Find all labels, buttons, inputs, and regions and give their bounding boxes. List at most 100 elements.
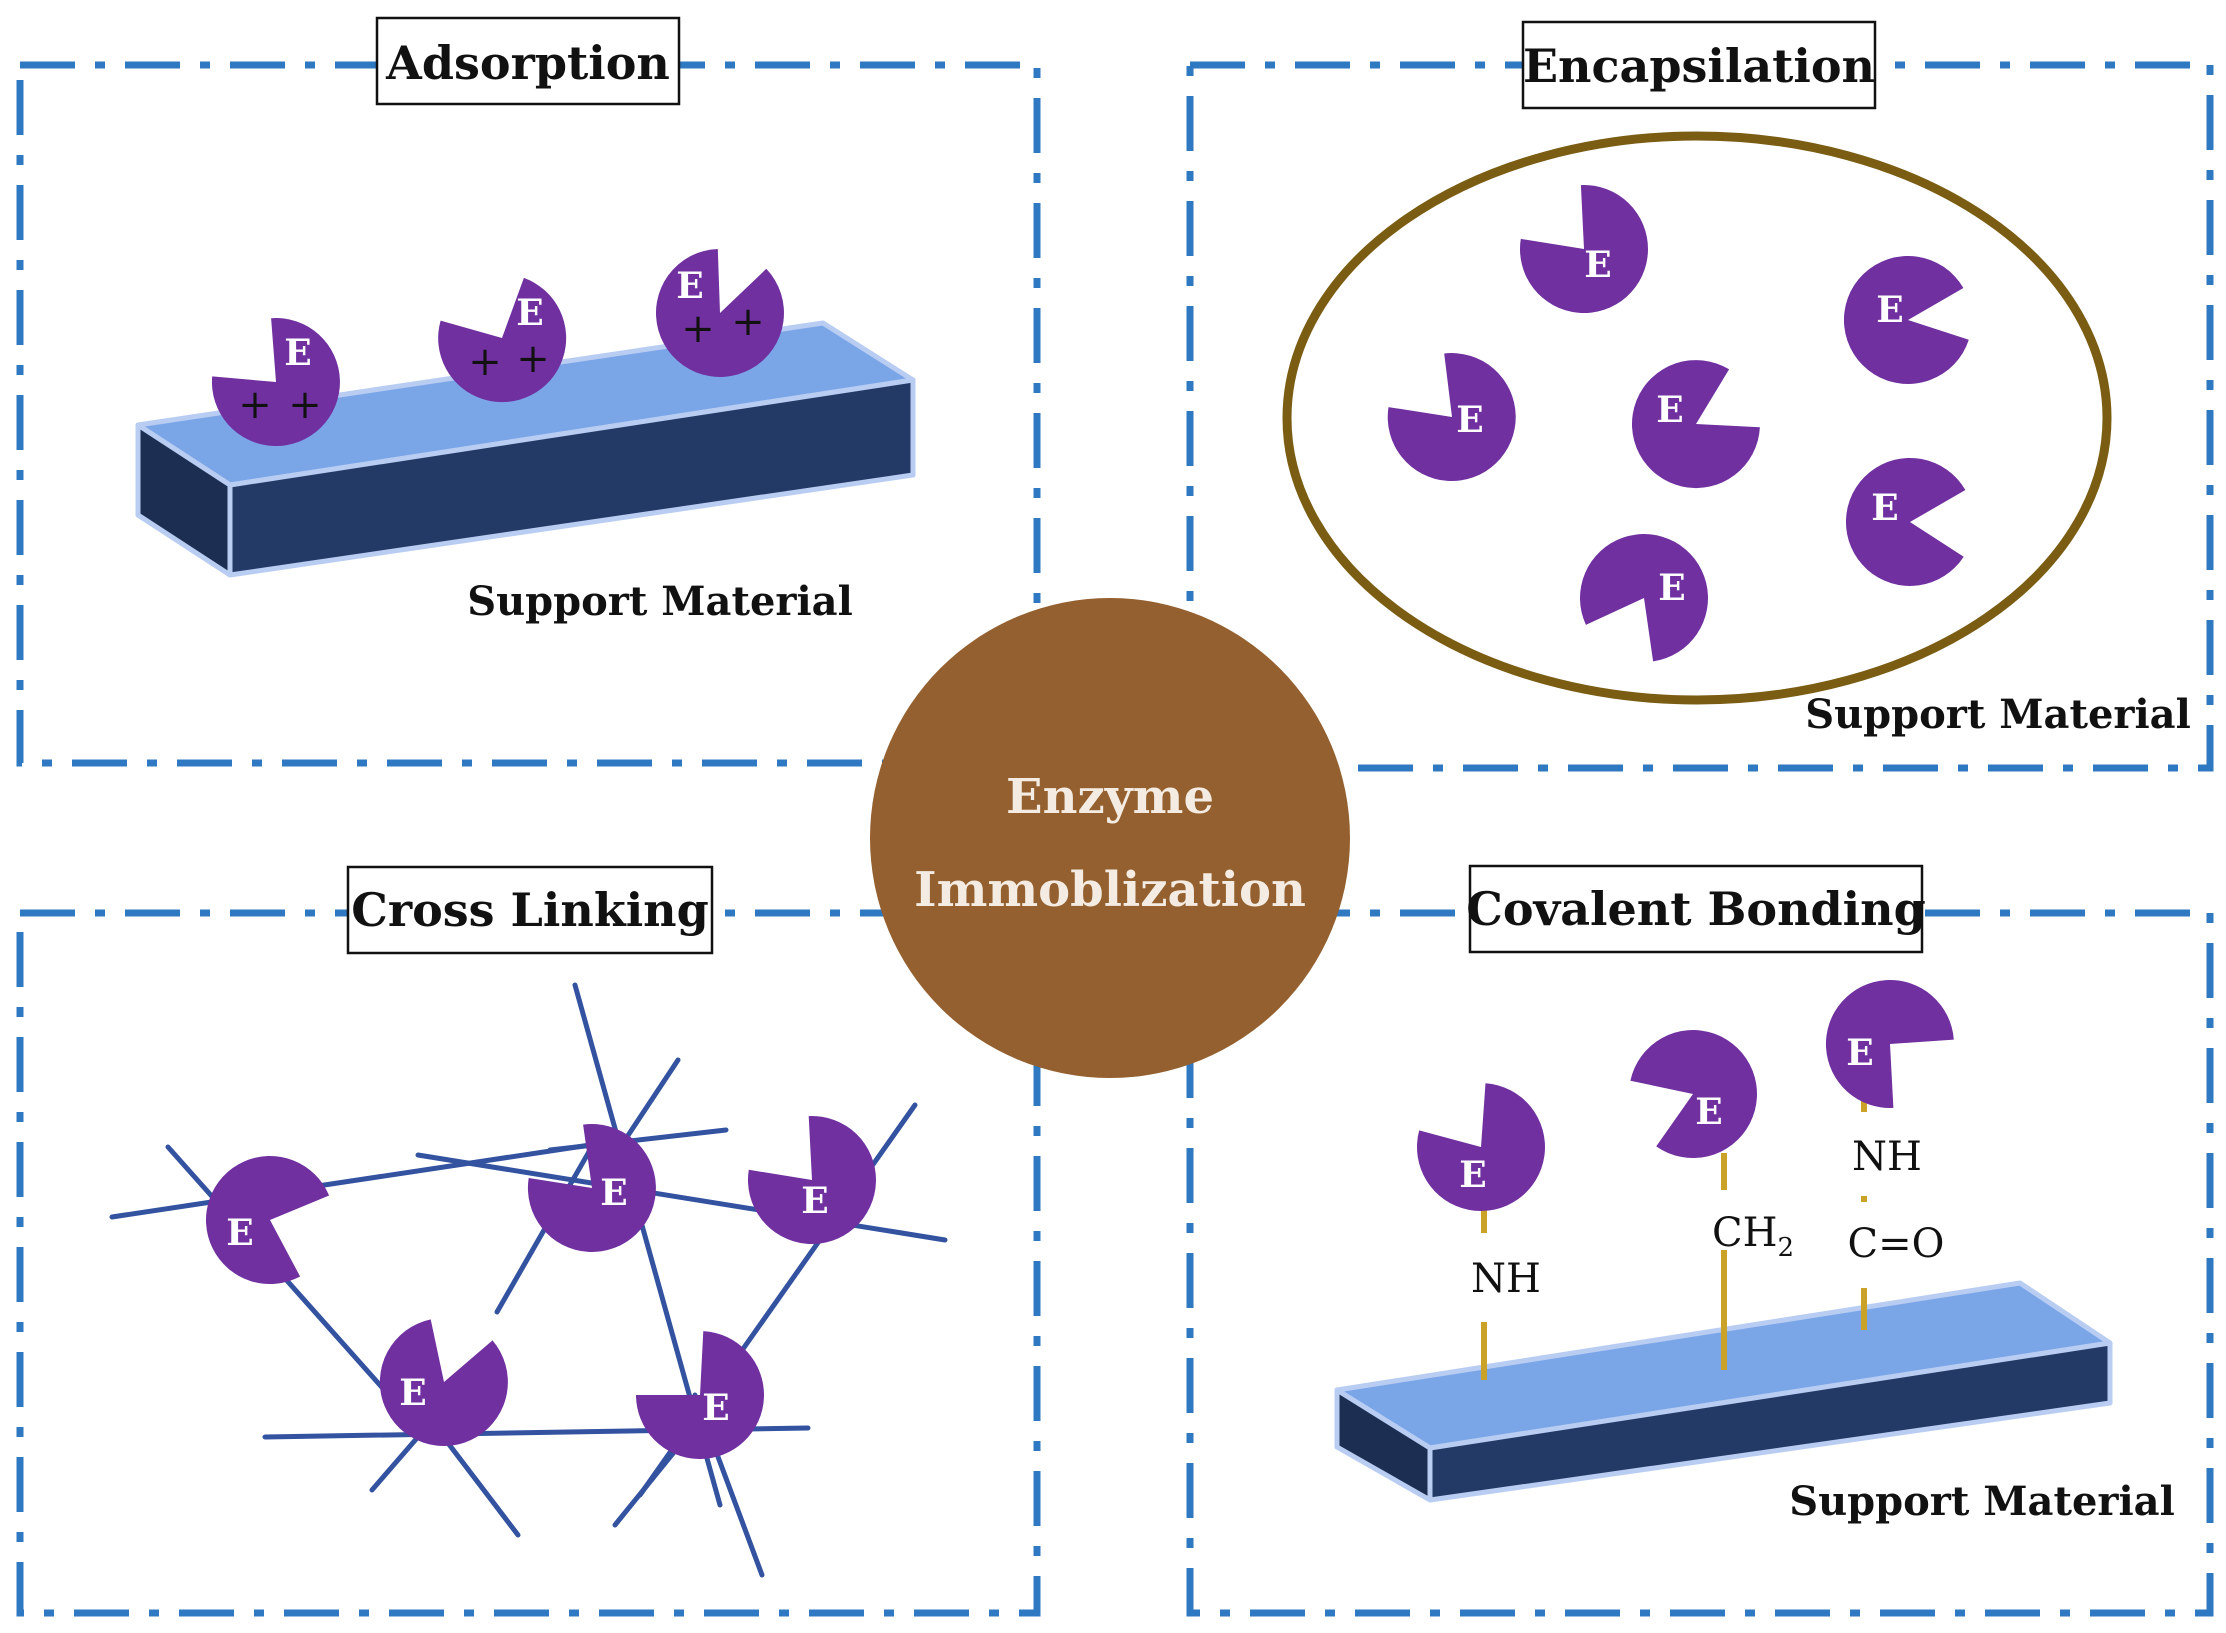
enzyme-label: E bbox=[1584, 244, 1611, 286]
charge-plus: + bbox=[468, 339, 502, 385]
network-line bbox=[494, 1147, 593, 1315]
enzyme-body bbox=[1416, 1083, 1545, 1212]
covalent-bonding-panel: Covalent Bonding Support Material E E bbox=[1334, 864, 2175, 1525]
adsorption-title-box bbox=[375, 16, 681, 106]
enzyme-4: E bbox=[1843, 255, 1969, 384]
linker-ch2-label: CH2 bbox=[1712, 1210, 1794, 1263]
charge-plus: + bbox=[516, 336, 550, 382]
cross-linking-title: Cross Linking bbox=[351, 883, 709, 937]
enzyme-label: E bbox=[1871, 487, 1898, 529]
cross-linking-network bbox=[109, 982, 948, 1578]
adsorption-panel-border bbox=[16, 61, 1041, 767]
enzyme-body bbox=[438, 277, 567, 403]
enzyme-1: E bbox=[1416, 1083, 1545, 1212]
enzyme-body bbox=[747, 1116, 876, 1245]
enzyme-5: E bbox=[1845, 457, 1966, 586]
center-title-line1: Enzyme bbox=[1006, 769, 1214, 825]
covalent-support-label: Support Material bbox=[1789, 1478, 2175, 1525]
enzyme-body bbox=[1845, 457, 1966, 586]
enzyme-label: E bbox=[284, 332, 311, 374]
linker-co-label: C=O bbox=[1848, 1221, 1945, 1267]
enzyme-body bbox=[1387, 353, 1516, 482]
enzyme-label: E bbox=[1695, 1091, 1722, 1133]
charge-plus: + bbox=[288, 382, 322, 428]
support-front-face bbox=[1427, 1340, 2113, 1503]
encapsulation-panel-border bbox=[1186, 61, 2214, 772]
enzyme-3: E bbox=[1631, 360, 1760, 489]
enzyme-1: E bbox=[205, 1156, 330, 1285]
center-circle bbox=[870, 598, 1350, 1078]
network-line bbox=[547, 1127, 729, 1153]
enzyme-3: E + + bbox=[655, 249, 784, 377]
covalent-panel-border bbox=[1186, 909, 2214, 1617]
ch2-main: CH bbox=[1712, 1210, 1778, 1256]
enzyme-body bbox=[379, 1319, 508, 1447]
enzyme-label: E bbox=[600, 1172, 627, 1214]
enzyme-2: E bbox=[527, 1123, 656, 1252]
encapsulation-title-box bbox=[1521, 20, 1877, 110]
enzyme-body bbox=[1519, 185, 1648, 314]
network-line bbox=[165, 1144, 423, 1433]
encapsulation-title: Encapsilation bbox=[1523, 39, 1875, 93]
ch2-subscript: 2 bbox=[1778, 1233, 1795, 1263]
covalent-enzymes: E E E bbox=[1416, 979, 1954, 1212]
enzyme-3: E bbox=[747, 1116, 876, 1245]
enzyme-body bbox=[211, 318, 340, 447]
adsorption-title: Adsorption bbox=[385, 36, 670, 90]
support-front-face bbox=[227, 377, 916, 578]
linker-nh-top-label: NH bbox=[1852, 1134, 1922, 1180]
enzyme-label: E bbox=[1846, 1032, 1873, 1074]
enzyme-label: E bbox=[1456, 399, 1483, 441]
enzyme-6: E bbox=[1579, 534, 1708, 662]
enzyme-label: E bbox=[399, 1372, 426, 1414]
adsorption-support-label: Support Material bbox=[467, 578, 853, 625]
enzyme-1: E bbox=[1519, 185, 1648, 314]
enzyme-label: E bbox=[1658, 567, 1685, 609]
cross-linked-enzymes: E E E E E bbox=[205, 1116, 876, 1460]
cross-linking-panel-border bbox=[16, 909, 1041, 1617]
enzyme-body bbox=[205, 1156, 330, 1285]
encapsulation-support-label: Support Material bbox=[1805, 691, 2191, 738]
covalent-title: Covalent Bonding bbox=[1466, 882, 1926, 936]
enzyme-2: E bbox=[1387, 353, 1516, 482]
network-line bbox=[622, 1057, 681, 1143]
enzyme-body bbox=[527, 1123, 656, 1252]
enzyme-body bbox=[1843, 255, 1969, 384]
enzyme-2: E + + bbox=[438, 277, 567, 403]
enzyme-body bbox=[1631, 360, 1760, 489]
enzyme-3: E bbox=[1825, 979, 1954, 1108]
encapsulation-capsule bbox=[1282, 131, 2112, 705]
enzyme-label: E bbox=[1459, 1154, 1486, 1196]
enzyme-body bbox=[636, 1331, 764, 1460]
enzyme-label: E bbox=[676, 265, 703, 307]
network-line bbox=[109, 1142, 593, 1220]
adsorption-enzymes: E + + E + + E + + bbox=[211, 249, 784, 447]
encapsulated-enzymes: E E E E E E bbox=[1387, 185, 1969, 662]
enzyme-label: E bbox=[702, 1387, 729, 1429]
covalent-title-box bbox=[1468, 864, 1924, 954]
enzyme-5: E bbox=[636, 1331, 764, 1460]
enzyme-label: E bbox=[801, 1180, 828, 1222]
enzyme-body bbox=[1630, 1030, 1757, 1159]
network-line bbox=[415, 1152, 948, 1243]
enzyme-label: E bbox=[226, 1212, 253, 1254]
cross-linking-title-box bbox=[346, 865, 714, 955]
enzyme-label: E bbox=[1876, 289, 1903, 331]
enzyme-4: E bbox=[379, 1319, 508, 1447]
charge-plus: + bbox=[731, 299, 765, 345]
cross-linking-panel: Cross Linking E E bbox=[109, 865, 948, 1578]
charge-plus: + bbox=[238, 382, 272, 428]
enzyme-body bbox=[1825, 979, 1954, 1108]
enzyme-label: E bbox=[516, 292, 543, 334]
linker-nh-label: NH bbox=[1471, 1256, 1541, 1302]
adsorption-panel: Adsorption Support Material E + + E + + bbox=[135, 16, 916, 625]
charge-plus: + bbox=[681, 306, 715, 352]
encapsulation-panel: Encapsilation E E E E E bbox=[1282, 20, 2191, 738]
enzyme-1: E + + bbox=[211, 318, 340, 447]
enzyme-body bbox=[1579, 534, 1708, 662]
center-node: Enzyme Immoblization bbox=[870, 598, 1350, 1078]
enzyme-body bbox=[655, 249, 784, 377]
enzyme-label: E bbox=[1656, 389, 1683, 431]
center-title-line2: Immoblization bbox=[914, 862, 1306, 918]
